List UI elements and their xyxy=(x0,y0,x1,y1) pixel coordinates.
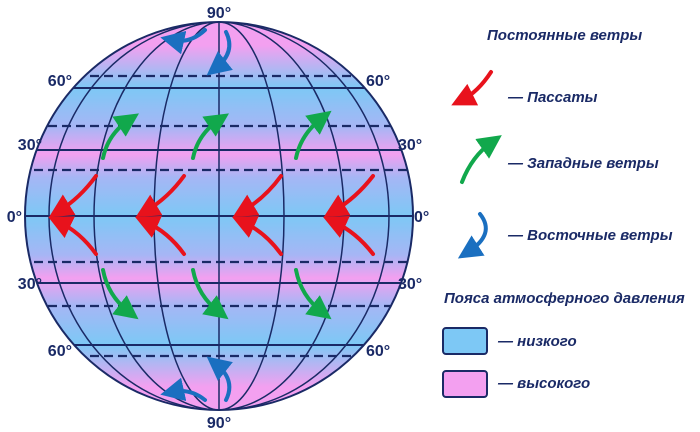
trade-wind-arrow xyxy=(323,174,375,218)
trade-winds xyxy=(48,174,375,256)
easterly-arrow xyxy=(206,356,233,402)
easterly-winds xyxy=(160,28,233,402)
easterly-arrow xyxy=(160,377,207,402)
winds-legend-title: Постоянные ветры xyxy=(487,27,643,44)
label-60n-left: 60° xyxy=(48,73,72,90)
westerly-arrow xyxy=(294,110,332,160)
trade-wind-legend-icon xyxy=(451,70,493,106)
high-pressure-swatch xyxy=(442,370,488,398)
label-30n-left: 30° xyxy=(18,137,42,154)
label-30n-right: 30° xyxy=(398,137,422,154)
easterly-arrow xyxy=(206,30,233,76)
label-60n-right: 60° xyxy=(366,73,390,90)
trade-wind-arrow xyxy=(48,216,98,256)
trade-winds-label: — Пассаты xyxy=(508,89,598,106)
trade-wind-arrow xyxy=(232,174,283,218)
westerly-arrow xyxy=(101,113,139,160)
trade-wind-arrow xyxy=(323,216,375,256)
westerly-arrow xyxy=(101,268,139,320)
high-pressure-label: — высокого xyxy=(498,375,591,392)
easterlies-label: — Восточные ветры xyxy=(508,227,673,244)
label-equator-right: 0° xyxy=(414,209,429,226)
westerly-winds xyxy=(101,110,332,320)
westerly-legend-icon xyxy=(460,135,502,184)
trade-wind-arrow xyxy=(48,174,98,218)
pressure-legend-title: Пояса атмосферного давления xyxy=(444,290,685,307)
legend-icons xyxy=(451,70,502,259)
trade-wind-arrow xyxy=(135,216,186,256)
westerly-arrow xyxy=(294,268,332,320)
label-60s-right: 60° xyxy=(366,343,390,360)
label-30s-left: 30° xyxy=(18,276,42,293)
label-90-top: 90° xyxy=(207,5,231,22)
label-60s-left: 60° xyxy=(48,343,72,360)
easterly-legend-icon xyxy=(457,212,488,259)
westerly-arrow xyxy=(191,113,229,160)
westerlies-label: — Западные ветры xyxy=(508,155,659,172)
trade-wind-arrow xyxy=(135,174,186,218)
degree-labels: 90° 90° 60° 60° 30° 30° 0° 0° 30° 30° 60… xyxy=(7,5,430,432)
trade-wind-arrow xyxy=(232,216,283,256)
label-90-bottom: 90° xyxy=(207,415,231,432)
low-pressure-label: — низкого xyxy=(498,333,577,350)
low-pressure-swatch xyxy=(442,327,488,355)
globe xyxy=(24,21,414,411)
westerly-arrow xyxy=(191,268,229,320)
easterly-arrow xyxy=(160,28,207,55)
label-equator-left: 0° xyxy=(7,209,22,226)
label-30s-right: 30° xyxy=(398,276,422,293)
